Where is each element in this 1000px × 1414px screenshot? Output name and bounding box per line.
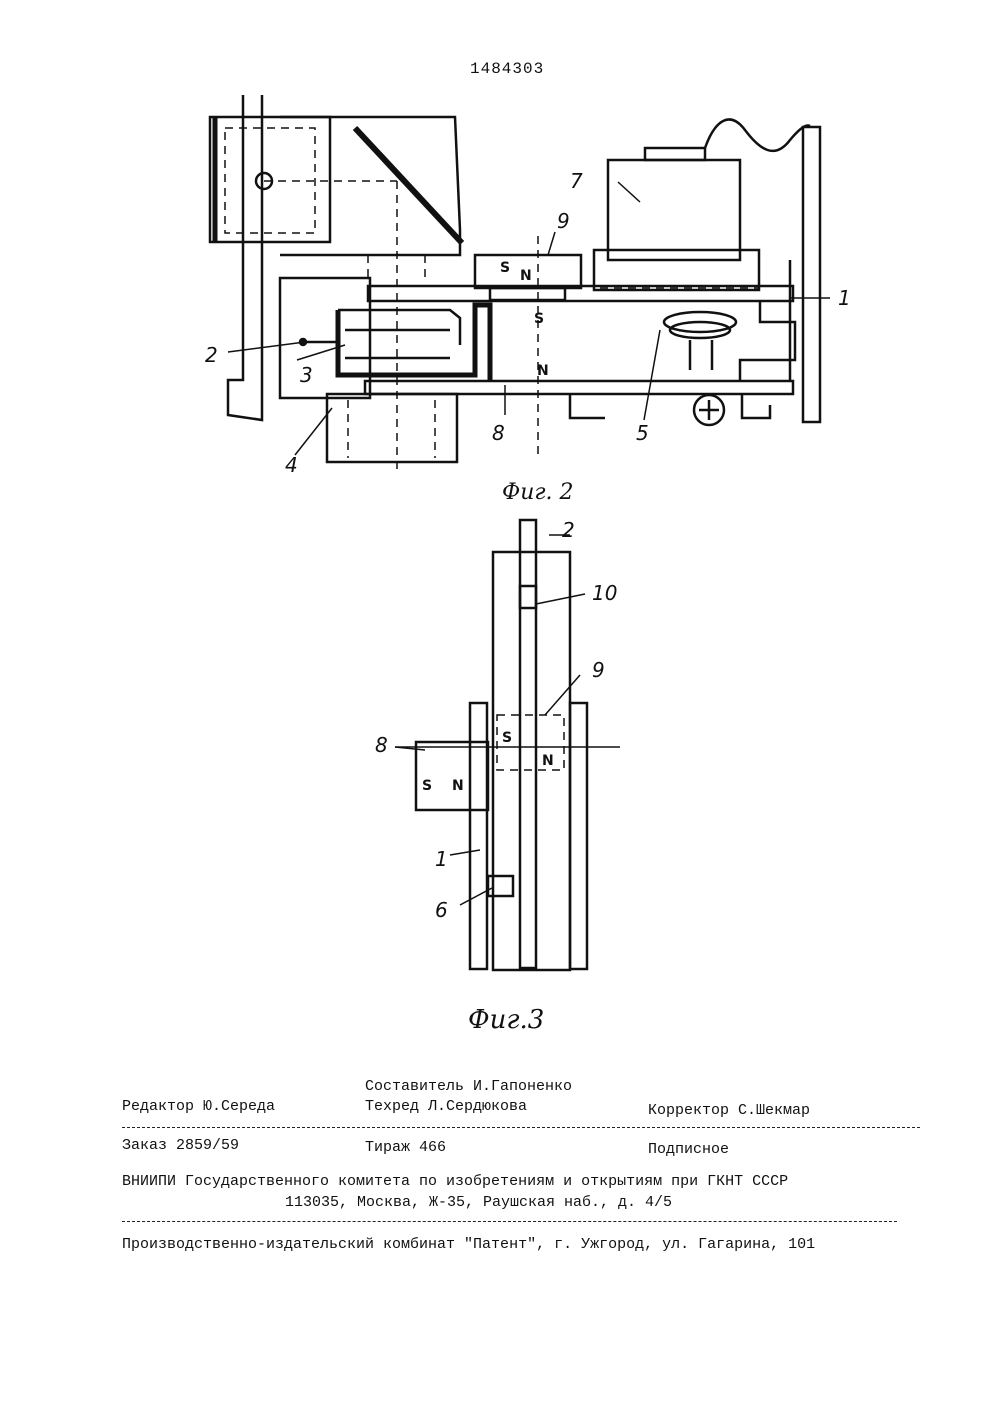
imprint-divider-2 xyxy=(122,1221,897,1222)
circulation-line: Тираж 466 xyxy=(365,1139,446,1156)
svg-text:N: N xyxy=(542,753,554,769)
fig3-caption: Фиг.3 xyxy=(468,1005,544,1035)
svg-text:S: S xyxy=(422,778,432,794)
techred-line: Техред Л.Сердюкова xyxy=(365,1098,527,1115)
imprint-divider-1 xyxy=(122,1127,920,1128)
svg-text:S: S xyxy=(502,730,512,746)
figure-3-drawing: S N S N 2 10 9 8 1 6 xyxy=(0,0,1000,1060)
fig3-label-10: 10 xyxy=(592,581,617,605)
order-line: Заказ 2859/59 xyxy=(122,1137,239,1154)
subscription-line: Подписное xyxy=(648,1141,729,1158)
fig3-label-8: 9 xyxy=(592,658,605,682)
compiler-line: Составитель И.Гапоненко xyxy=(365,1078,572,1095)
org-line-1: ВНИИПИ Государственного комитета по изоб… xyxy=(122,1173,788,1190)
fig3-label-2: 2 xyxy=(562,518,575,542)
fig3-label-1: 1 xyxy=(435,847,448,871)
fig3-label-6: 6 xyxy=(435,898,448,922)
org-line-2: 113035, Москва, Ж-35, Раушская наб., д. … xyxy=(285,1194,672,1211)
publisher-line: Производственно-издательский комбинат "П… xyxy=(122,1236,815,1253)
editor-line: Редактор Ю.Середа xyxy=(122,1098,275,1115)
svg-text:N: N xyxy=(452,778,464,794)
fig3-label-9: 8 xyxy=(375,733,388,757)
corrector-line: Корректор С.Шекмар xyxy=(648,1102,810,1119)
